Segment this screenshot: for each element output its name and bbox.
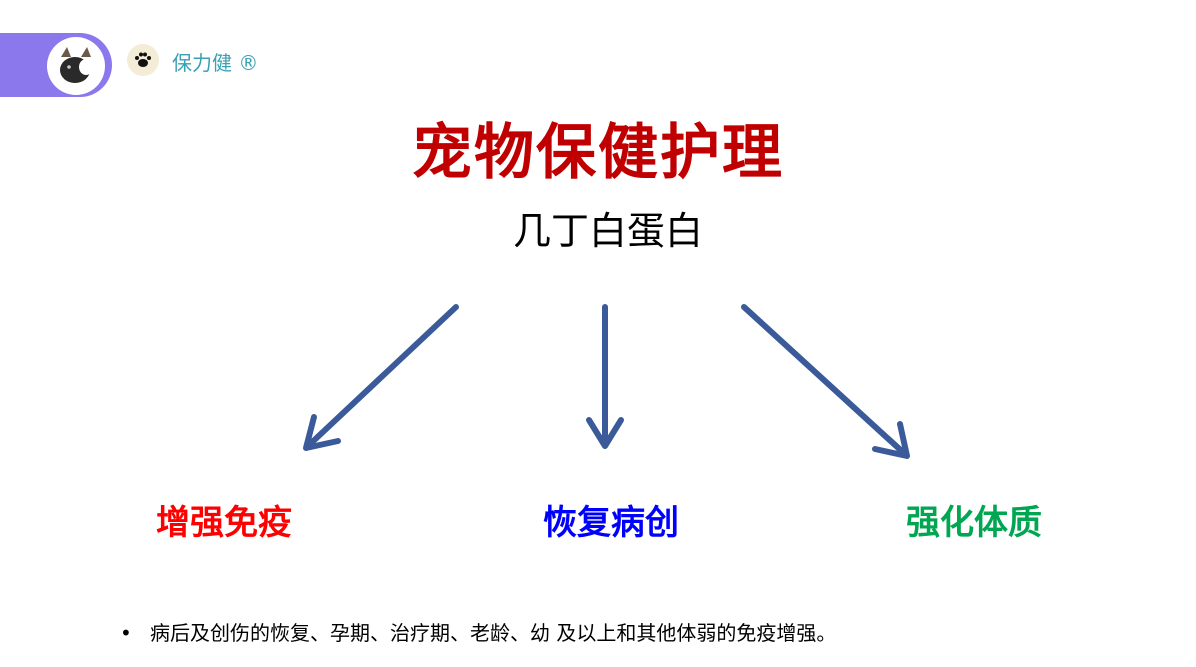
arrow-center: [586, 304, 624, 449]
brand-name: 保力健 ®: [172, 51, 259, 75]
arrow-left: [303, 304, 459, 451]
bullet-marker: •: [120, 621, 132, 645]
benefit-physique: 强化体质: [906, 503, 1042, 543]
brand-badge: [127, 44, 159, 76]
avatar: [47, 37, 105, 95]
benefit-immunity: 增强免疫: [156, 503, 292, 543]
paw-icon: [135, 52, 151, 67]
bullet-item: • 病后及创伤的恢复、孕期、治疗期、老龄、幼 及以上和其他体弱的免疫增强。: [120, 617, 836, 646]
arrow-right: [741, 304, 910, 459]
page-subtitle: 几丁白蛋白: [512, 209, 703, 253]
page-title: 宠物保健护理: [412, 118, 784, 188]
bullet-text: 病后及创伤的恢复、孕期、治疗期、老龄、幼 及以上和其他体弱的免疫增强。: [150, 621, 837, 645]
benefit-recovery: 恢复病创: [543, 503, 679, 543]
cat-face-icon: [54, 44, 98, 88]
